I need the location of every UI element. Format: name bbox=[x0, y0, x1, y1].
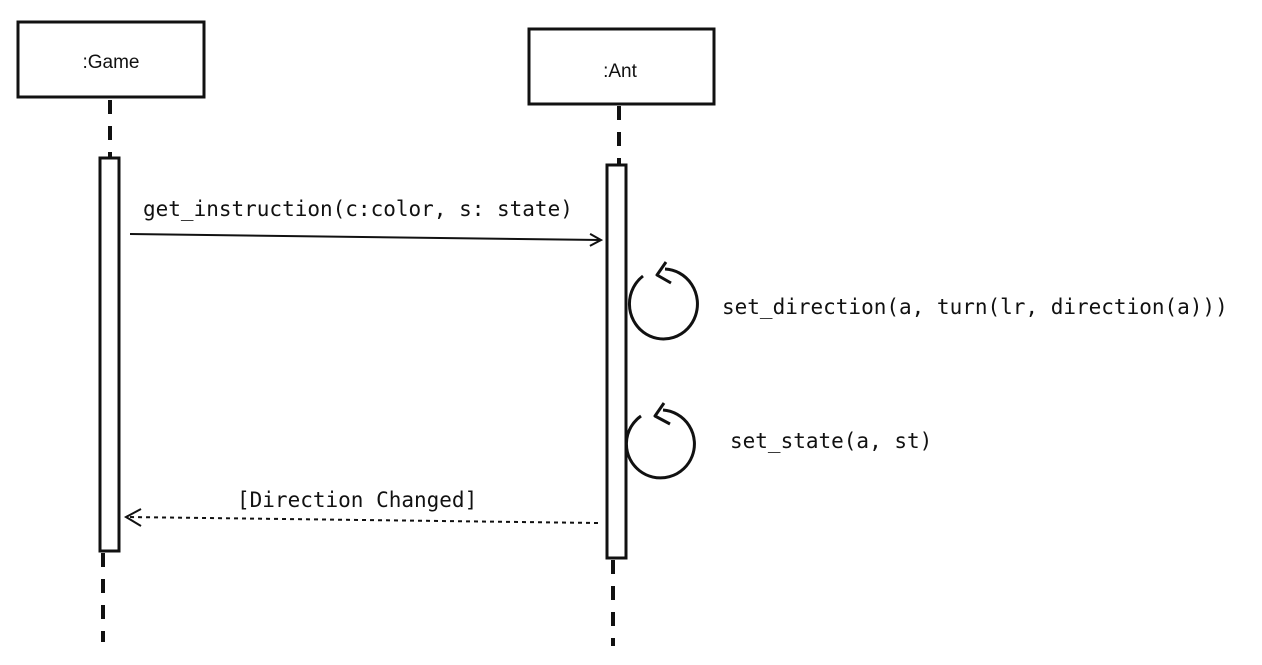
self-loop-arrow-state bbox=[624, 408, 696, 480]
message-return-arrow bbox=[126, 516, 599, 524]
message-return-arrowhead bbox=[123, 508, 142, 527]
self-loop-arrowhead-state bbox=[653, 402, 671, 426]
self-message-state: set_state(a, st) bbox=[624, 402, 932, 480]
message-call: get_instruction(c:color, s: state) bbox=[129, 197, 601, 240]
self-loop-arrow-direction bbox=[627, 267, 699, 341]
self-message-state-label: set_state(a, st) bbox=[730, 429, 932, 453]
self-message-direction-label: set_direction(a, turn(lr, direction(a))) bbox=[722, 295, 1228, 319]
participant-ant-box bbox=[527, 27, 716, 106]
self-message-direction: set_direction(a, turn(lr, direction(a))) bbox=[627, 261, 1228, 341]
participant-ant: :Ant bbox=[527, 27, 716, 646]
participant-game: :Game bbox=[16, 20, 206, 642]
participant-game-label: :Game bbox=[82, 52, 139, 73]
participant-ant-label: :Ant bbox=[603, 61, 638, 82]
message-call-arrow bbox=[129, 234, 601, 240]
activation-bar-game bbox=[98, 156, 121, 553]
message-return-label: [Direction Changed] bbox=[237, 488, 477, 512]
activation-bar-ant bbox=[605, 163, 628, 560]
participant-game-box bbox=[16, 20, 206, 99]
message-return: [Direction Changed] bbox=[123, 488, 599, 527]
self-loop-arrowhead-direction bbox=[655, 261, 672, 285]
message-call-label: get_instruction(c:color, s: state) bbox=[143, 197, 573, 221]
